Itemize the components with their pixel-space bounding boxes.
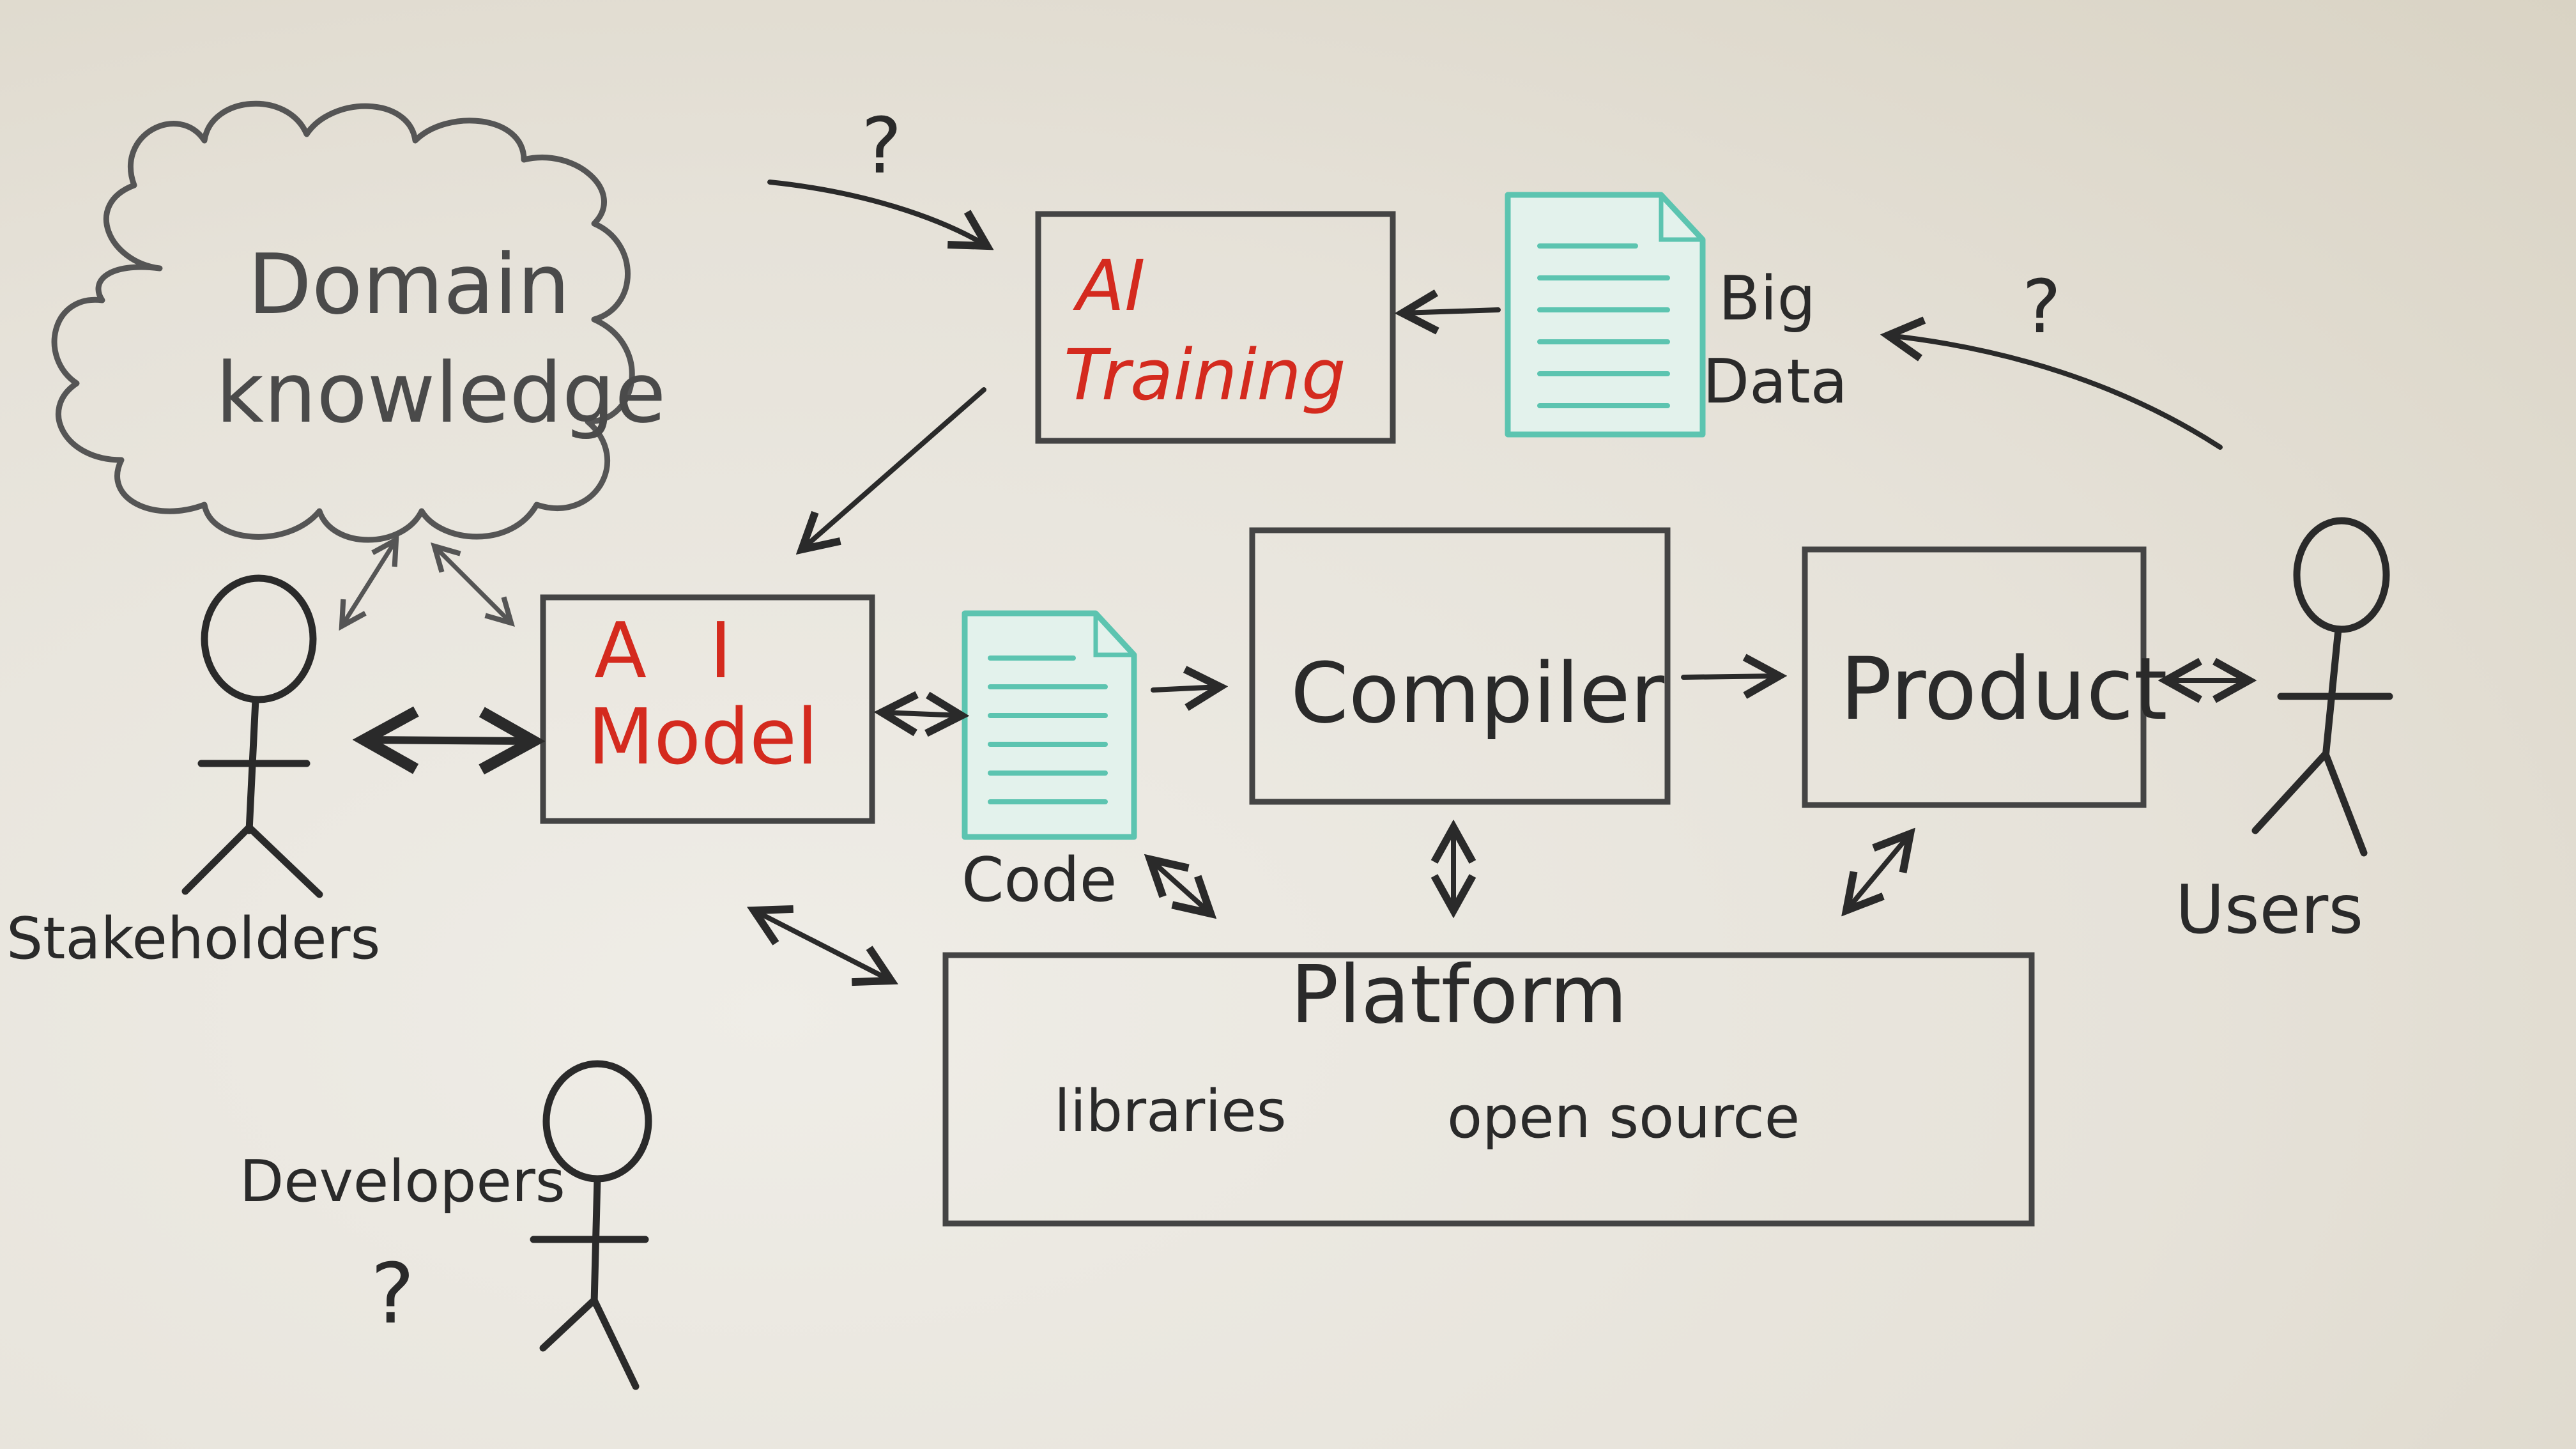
code-label: Code — [962, 845, 1117, 916]
arrow-code-platform — [1150, 859, 1211, 914]
question-mark-top: ? — [861, 102, 902, 191]
arrow-stakeholders-model — [364, 740, 533, 741]
developers-figure-icon — [530, 1060, 652, 1390]
stakeholders-label: Stakeholders — [6, 905, 380, 972]
platform-frame — [942, 952, 2035, 1227]
arrow-code-to-compiler — [1151, 687, 1220, 690]
platform-item-libraries: libraries — [1054, 1078, 1287, 1145]
ai-training-box: AI Training — [1035, 211, 1396, 444]
domain-knowledge-cloud: Domain knowledge — [51, 100, 666, 543]
platform-title: Platform — [1291, 949, 1627, 1041]
ai-training-frame — [1035, 211, 1396, 444]
product-box: Product — [1802, 546, 2168, 808]
stakeholders-figure-icon — [181, 574, 323, 898]
ai-model-label-line1: A I — [594, 607, 751, 696]
question-mark-developers: ? — [371, 1245, 415, 1342]
arrow-product-platform — [1846, 834, 1910, 910]
arrow-training-to-model — [802, 387, 986, 549]
ai-model-box: A I Model — [540, 594, 875, 824]
arrow-model-platform — [754, 910, 891, 981]
platform-box: Platform libraries open source — [942, 949, 2035, 1227]
compiler-label: Compiler — [1291, 645, 1665, 742]
big-data-label-line2: Data — [1703, 347, 1848, 417]
ai-model-label-line2: Model — [588, 693, 818, 782]
arrow-compiler-to-product — [1681, 676, 1779, 677]
arrow-cloud-model — [434, 546, 511, 623]
compiler-frame — [1249, 527, 1671, 805]
arrow-model-code — [882, 712, 962, 716]
arrow-users-to-bigdata — [1888, 335, 2223, 450]
big-data-label-line1: Big — [1719, 264, 1816, 334]
code-document-icon — [962, 610, 1137, 840]
developers-label: Developers — [240, 1148, 565, 1215]
users-label: Users — [2175, 871, 2363, 949]
ai-training-label-line1: AI — [1073, 245, 1146, 326]
cloud-label-line1: Domain — [248, 236, 570, 333]
compiler-box: Compiler — [1249, 527, 1671, 805]
big-data-document-icon — [1505, 192, 1706, 438]
cloud-outline — [51, 100, 635, 543]
product-label: Product — [1840, 639, 2168, 739]
cloud-label-line2: knowledge — [216, 344, 666, 441]
ai-training-label-line2: Training — [1064, 334, 1346, 416]
arrow-cloud-to-training — [767, 180, 987, 246]
question-mark-right: ? — [2022, 264, 2061, 350]
arrow-cloud-stakeholders — [342, 540, 396, 626]
arrow-bigdata-to-training — [1402, 310, 1501, 313]
platform-item-open-source: open source — [1447, 1084, 1800, 1151]
product-frame — [1802, 546, 2147, 808]
users-figure-icon — [2251, 517, 2393, 857]
